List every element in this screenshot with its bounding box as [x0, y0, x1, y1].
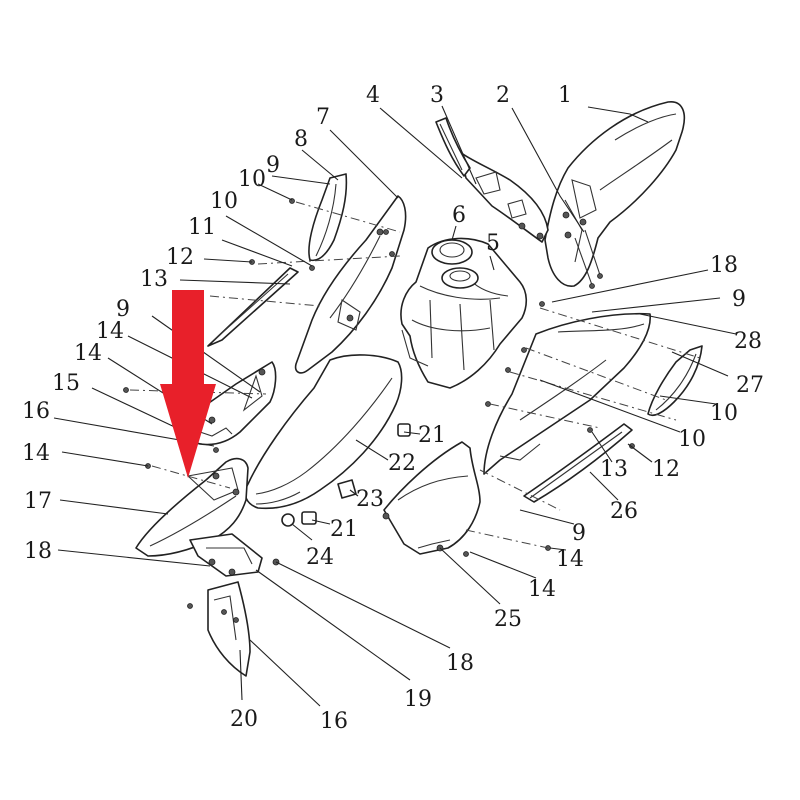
- callout-18-b: 18: [446, 651, 474, 676]
- part-27-right-shroud-panel: [647, 345, 703, 417]
- part-11-left-trim-strip: [207, 267, 299, 347]
- callout-26: 26: [610, 499, 638, 524]
- callout-10-a: 10: [238, 167, 266, 192]
- callout-22: 22: [388, 451, 416, 476]
- callout-16-a: 16: [22, 399, 50, 424]
- callout-8: 8: [294, 127, 308, 152]
- callout-6: 6: [452, 203, 466, 228]
- callout-9-b: 9: [116, 297, 130, 322]
- part-8-left-shroud-panel: [308, 173, 348, 262]
- callout-14-b: 14: [74, 341, 102, 366]
- callout-7: 7: [316, 105, 330, 130]
- callout-20: 20: [230, 707, 258, 732]
- part-3-number-plate-bracket: [459, 151, 549, 243]
- part-24-bushing: [281, 513, 295, 527]
- callout-25: 25: [494, 607, 522, 632]
- callout-12-a: 12: [166, 245, 194, 270]
- callout-1: 1: [558, 83, 572, 108]
- callout-10-c: 10: [678, 427, 706, 452]
- part-17-rear-fender: [135, 457, 249, 557]
- callout-21-b: 21: [330, 517, 358, 542]
- callout-21-a: 21: [418, 423, 446, 448]
- part-19-rear-bracket: [189, 533, 280, 577]
- callout-5: 5: [486, 231, 500, 256]
- callout-18-c: 18: [710, 253, 738, 278]
- callout-18-a: 18: [24, 539, 52, 564]
- callout-28: 28: [734, 329, 762, 354]
- callout-9-d: 9: [732, 287, 746, 312]
- callout-2: 2: [496, 83, 510, 108]
- callout-10-b: 10: [210, 189, 238, 214]
- part-5-fuel-tank: [400, 237, 528, 389]
- callout-19: 19: [404, 687, 432, 712]
- part-20-mud-flap: [207, 581, 251, 677]
- leader-lines: [53, 105, 737, 707]
- callout-12-b: 12: [652, 457, 680, 482]
- part-6-fuel-cap: [431, 239, 479, 289]
- callout-17: 17: [24, 489, 52, 514]
- callout-9-a: 9: [266, 153, 280, 178]
- callout-14-c: 14: [22, 441, 50, 466]
- part-26-right-trim-strip: [523, 423, 633, 503]
- callout-9-c: 9: [572, 521, 586, 546]
- part-7-left-shroud: [294, 195, 407, 374]
- part-4-strap: [435, 117, 471, 177]
- callout-3: 3: [430, 83, 444, 108]
- callout-10-d: 10: [710, 401, 738, 426]
- callout-16-b: 16: [320, 709, 348, 734]
- red-pointer-arrow: [160, 290, 216, 478]
- part-1-front-fender: [544, 101, 686, 287]
- part-2-fender-bolts: [574, 229, 603, 289]
- callout-14-e: 14: [556, 547, 584, 572]
- callout-4: 4: [366, 83, 380, 108]
- callout-11: 11: [188, 215, 216, 240]
- callout-13-b: 13: [600, 457, 628, 482]
- callout-labels: 1 2 3 4 5 6 7 8 9 10 10 11 12 13 9 14 14…: [22, 83, 764, 734]
- callout-24: 24: [306, 545, 334, 570]
- pointer-arrow-shape: [160, 290, 216, 478]
- callout-15: 15: [52, 371, 80, 396]
- callout-23: 23: [356, 487, 384, 512]
- part-25-right-side-panel: [382, 441, 481, 555]
- part-23-seat-lock: [337, 479, 357, 499]
- part-22-seat: [244, 354, 403, 510]
- callout-27: 27: [736, 373, 764, 398]
- callout-14-d: 14: [528, 577, 556, 602]
- callout-13-a: 13: [140, 267, 168, 292]
- callout-14-a: 14: [96, 319, 124, 344]
- part-21-seat-bumper: [301, 423, 411, 525]
- part-28-right-shroud: [483, 312, 651, 475]
